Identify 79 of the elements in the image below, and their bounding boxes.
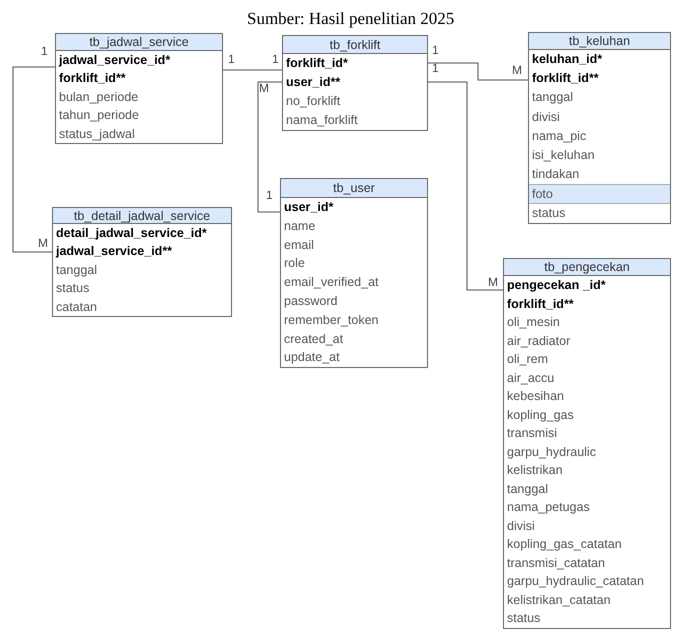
field-text: tanggal	[506, 480, 550, 498]
field-text: created_at	[283, 330, 344, 348]
field-text: remember_token	[283, 312, 380, 329]
field-text: divisi	[531, 108, 561, 126]
field-text: email_verified_at	[283, 274, 380, 292]
key-field: pengecekan _id*	[504, 276, 670, 294]
key-field: forklift_id**	[504, 294, 670, 313]
field-text: foto	[529, 184, 670, 204]
table-box	[280, 178, 428, 368]
field-text: transmisi	[506, 425, 558, 442]
field-text: tanggal	[531, 89, 574, 106]
cardinality-label: M	[488, 276, 498, 288]
cardinality-label: 1	[266, 189, 273, 201]
table-header: tb_keluhan	[529, 33, 670, 50]
field-text: email	[283, 236, 315, 254]
relationship-line	[223, 69, 282, 71]
table-header: tb_forklift	[283, 36, 427, 54]
table-header: tb_user	[281, 179, 427, 198]
relationship-line	[428, 62, 528, 81]
cardinality-label: M	[512, 64, 522, 76]
key-field: detail_jadwal_service_id*	[53, 224, 231, 242]
field-text: kebesihan	[506, 388, 565, 405]
key-field: forklift_id*	[283, 54, 427, 73]
field-text: name	[283, 218, 316, 235]
field-text: password	[283, 292, 338, 310]
field-text: catatan	[55, 298, 98, 316]
field-text: kopling_gas	[506, 406, 575, 424]
field-text: status	[531, 204, 566, 222]
field-text: tanggal	[55, 262, 98, 279]
field-text: oli_rem	[506, 351, 549, 368]
table-box	[52, 207, 232, 317]
table-box	[282, 35, 428, 131]
key-field: user_id*	[281, 198, 427, 217]
field-text: nama_petugas	[506, 499, 591, 516]
field-text: oli_mesin	[506, 314, 561, 331]
cardinality-label: 1	[432, 44, 439, 56]
cardinality-label: 1	[272, 53, 279, 65]
field-text: kelistrikan_catatan	[506, 592, 612, 608]
field-text: isi_keluhan	[531, 146, 596, 164]
table-header: tb_pengecekan	[504, 259, 670, 276]
field-text: garpu_hydraulic_catatan	[506, 573, 645, 590]
field-text: no_forklift	[285, 93, 342, 110]
key-field: forklift_id**	[529, 69, 670, 88]
cardinality-label: M	[38, 237, 48, 249]
field-text: transmisi_catatan	[506, 554, 606, 572]
field-text: bulan_periode	[58, 88, 140, 106]
field-text: nama_pic	[531, 128, 588, 145]
field-text: kopling_gas_catatan	[506, 536, 623, 553]
key-field: forklift_id**	[56, 69, 222, 88]
field-text: status	[55, 280, 90, 298]
cardinality-label: 1	[41, 45, 48, 57]
diagram-title: Sumber: Hasil penelitian 2025	[247, 8, 454, 30]
key-field: jadwal_service_id*	[56, 51, 222, 70]
key-field: keluhan_id*	[529, 50, 670, 70]
key-field: jadwal_service_id**	[53, 242, 231, 261]
field-text: divisi	[506, 518, 536, 534]
field-text: garpu_hydraulic	[506, 444, 597, 461]
key-field: user_id**	[283, 73, 427, 92]
field-text: status	[506, 610, 542, 627]
field-text: tahun_periode	[58, 107, 140, 124]
table-box	[55, 33, 223, 144]
field-text: air_radiator	[506, 332, 572, 350]
field-text: update_at	[283, 349, 341, 366]
table-box	[503, 258, 671, 628]
field-text: status_jadwal	[58, 126, 136, 143]
relationship-line	[257, 81, 282, 213]
field-text: nama_forklift	[285, 112, 359, 129]
relationship-line	[428, 81, 503, 291]
table-header: tb_detail_jadwal_service	[53, 208, 231, 224]
field-text: air_accu	[506, 370, 556, 386]
table-header: tb_jadwal_service	[56, 34, 222, 51]
cardinality-label: M	[259, 82, 269, 94]
table-box	[528, 32, 671, 224]
field-text: tindakan	[531, 166, 580, 184]
field-text: kelistrikan	[506, 462, 564, 479]
field-text: role	[283, 255, 306, 272]
relationship-line	[12, 66, 55, 253]
cardinality-label: 1	[228, 53, 235, 65]
cardinality-label: 1	[432, 62, 439, 74]
